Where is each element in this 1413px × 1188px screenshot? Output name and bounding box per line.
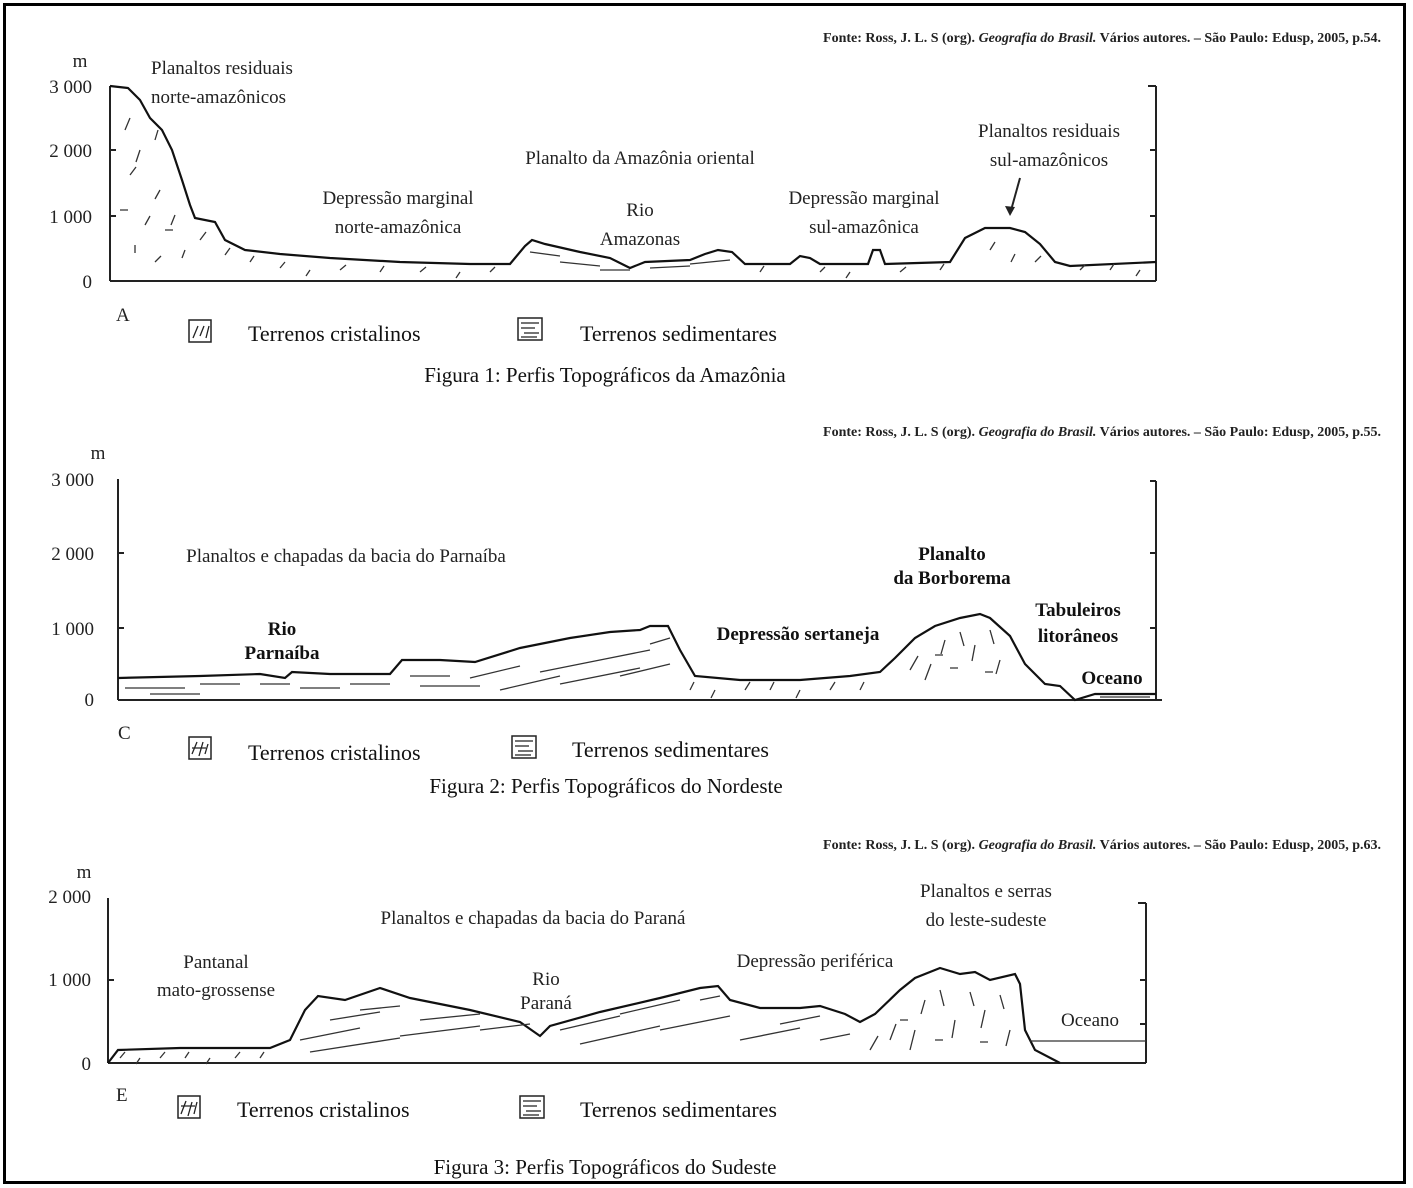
legend-crystalline-label: Terrenos cristalinos (248, 321, 421, 346)
page-border (3, 3, 1406, 1184)
figure-2-sediment-texture (125, 629, 1150, 699)
label: Pantanal (183, 952, 248, 973)
figure-1-source: Fonte: Ross, J. L. S (org). Geografia do… (823, 31, 1381, 46)
y-tick-label: 0 (82, 1054, 92, 1075)
figure-3-texture (119, 989, 1011, 1065)
label: do leste-sudeste (926, 910, 1047, 931)
y-axis-unit: m (77, 862, 92, 883)
legend-crystalline-label: Terrenos cristalinos (237, 1097, 410, 1122)
figure-1-amazonia: Fonte: Ross, J. L. S (org). Geografia do… (49, 31, 1381, 387)
y-axis-unit: m (91, 443, 106, 464)
label: Paraná (520, 993, 572, 1014)
label: Planaltos e chapadas da bacia do Parnaíb… (186, 546, 506, 567)
sedimentary-legend-icon (511, 735, 537, 759)
label: Planaltos residuais (151, 58, 293, 79)
figure-3-axes (107, 898, 1147, 1064)
figure-3-source: Fonte: Ross, J. L. S (org). Geografia do… (823, 838, 1381, 853)
figure-1-axes (109, 85, 1157, 282)
figure-2-profile-line (117, 612, 1156, 702)
label: Rio (532, 969, 559, 990)
figure-1-arrow-head (1005, 206, 1015, 216)
label: Rio (626, 200, 653, 221)
label: Planalto da Amazônia oriental (525, 148, 755, 169)
figure-2-axes (117, 479, 1162, 701)
legend-sedimentary-label: Terrenos sedimentares (580, 321, 777, 346)
y-tick-label: 0 (85, 690, 95, 711)
profile-letter: C (118, 723, 131, 744)
label: Depressão marginal (788, 188, 939, 209)
legend-sedimentary-label: Terrenos sedimentares (572, 737, 769, 762)
figure-2-caption: Figura 2: Perfis Topográficos do Nordest… (429, 774, 782, 798)
label: Depressão periférica (737, 951, 894, 972)
y-tick-label: 1 000 (48, 970, 91, 991)
figure-1-profile-line (109, 84, 1157, 270)
figure-2-source: Fonte: Ross, J. L. S (org). Geografia do… (823, 425, 1381, 440)
figure-3-caption: Figura 3: Perfis Topográficos do Sudeste (434, 1155, 777, 1179)
figure-3-profile-line (107, 966, 1061, 1064)
label: Depressão sertaneja (717, 624, 880, 645)
figure-2-nordeste: Fonte: Ross, J. L. S (org). Geografia do… (51, 425, 1381, 798)
label: Planaltos residuais (978, 121, 1120, 142)
figure-1-crystalline-texture (120, 117, 1141, 279)
profile-letter: A (116, 305, 130, 326)
profile-letter: E (116, 1085, 128, 1106)
label: Oceano (1081, 668, 1142, 689)
label: norte-amazônicos (151, 87, 286, 108)
y-tick-label: 0 (83, 272, 93, 293)
sedimentary-legend-icon (519, 1095, 545, 1119)
y-tick-label: 3 000 (49, 77, 92, 98)
label: sul-amazônica (809, 217, 919, 238)
figure-3-sudeste: Fonte: Ross, J. L. S (org). Geografia do… (48, 838, 1381, 1179)
label: norte-amazônica (335, 217, 462, 238)
label: Oceano (1061, 1010, 1119, 1031)
y-tick-label: 3 000 (51, 470, 94, 491)
y-axis-unit: m (73, 51, 88, 72)
label: Planaltos e chapadas da bacia do Paraná (381, 908, 686, 929)
label: Depressão marginal (322, 188, 473, 209)
label: litorâneos (1038, 626, 1118, 647)
y-tick-label: 2 000 (51, 544, 94, 565)
label: da Borborema (893, 568, 1011, 589)
figure-1-caption: Figura 1: Perfis Topográficos da Amazôni… (424, 363, 786, 387)
legend-sedimentary-label: Terrenos sedimentares (580, 1097, 777, 1122)
label: Planalto (918, 544, 986, 565)
crystalline-legend-icon (188, 736, 212, 760)
label: Rio (268, 619, 297, 640)
label: mato-grossense (157, 980, 275, 1001)
label: Tabuleiros (1035, 600, 1121, 621)
legend-crystalline-label: Terrenos cristalinos (248, 740, 421, 765)
y-tick-label: 2 000 (49, 141, 92, 162)
crystalline-legend-icon (177, 1095, 201, 1119)
label: Parnaíba (245, 643, 320, 664)
label: Planaltos e serras (920, 881, 1052, 902)
y-tick-label: 1 000 (51, 619, 94, 640)
y-tick-label: 1 000 (49, 207, 92, 228)
label: Amazonas (600, 229, 680, 250)
y-tick-label: 2 000 (48, 887, 91, 908)
label: sul-amazônicos (990, 150, 1108, 171)
sedimentary-legend-icon (517, 317, 543, 341)
crystalline-legend-icon (188, 319, 212, 343)
